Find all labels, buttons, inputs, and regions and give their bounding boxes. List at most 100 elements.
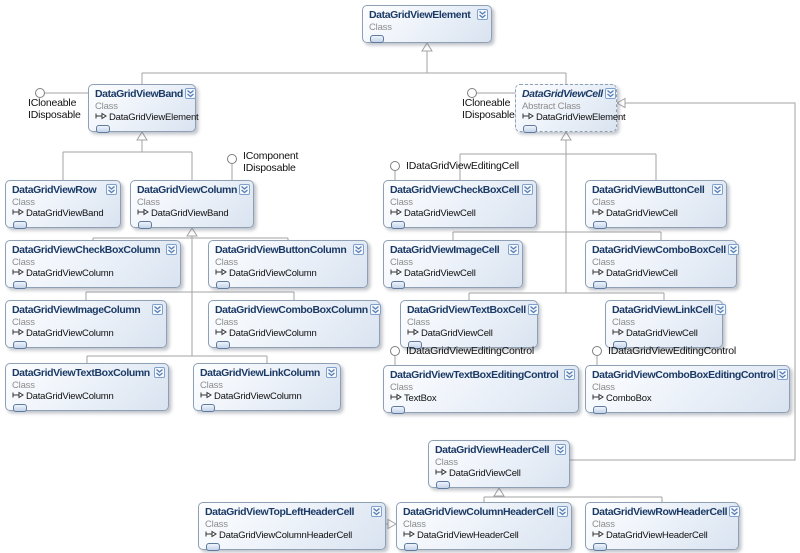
class-node-comboboxcolumn[interactable]: DataGridViewComboBoxColumn Class DataGri… xyxy=(208,300,381,349)
members-compartment-icon xyxy=(391,406,405,414)
class-node-header: DataGridViewElement xyxy=(369,9,488,22)
members-compartment-icon xyxy=(408,341,422,349)
class-node-header: DataGridViewButtonCell xyxy=(592,184,723,197)
chevron-collapse-icon[interactable] xyxy=(557,506,568,517)
base-class-name: DataGridViewColumn xyxy=(229,268,317,279)
interface-lollipop-icon xyxy=(227,154,237,164)
members-compartment-icon xyxy=(201,404,215,412)
inherits-arrow-icon xyxy=(12,328,24,339)
chevron-collapse-icon[interactable] xyxy=(154,367,165,378)
inherits-arrow-icon xyxy=(612,328,624,339)
interface-name: IComponent xyxy=(243,150,299,162)
chevron-collapse-icon[interactable] xyxy=(184,88,196,99)
inherits-arrow-icon xyxy=(215,328,227,339)
chevron-collapse-icon[interactable] xyxy=(152,304,163,315)
chevron-collapse-icon[interactable] xyxy=(729,506,741,517)
class-node-checkboxcell[interactable]: DataGridViewCheckBoxCell Class DataGridV… xyxy=(383,180,537,229)
class-stereotype: Class xyxy=(95,101,118,112)
chevron-collapse-icon[interactable] xyxy=(527,304,539,315)
inheritance-arrow-icon xyxy=(493,487,505,497)
members-compartment-icon xyxy=(13,281,27,289)
class-name: DataGridViewCell xyxy=(522,88,603,100)
base-class-name: DataGridViewCell xyxy=(606,268,678,279)
chevron-collapse-icon[interactable] xyxy=(727,244,739,255)
class-stereotype: Class xyxy=(12,380,35,391)
class-node-row[interactable]: DataGridViewRow Class DataGridViewBand xyxy=(5,180,121,229)
inherits-arrow-icon xyxy=(12,391,24,402)
chevron-collapse-icon[interactable] xyxy=(369,304,381,315)
class-stereotype: Class xyxy=(200,380,223,391)
class-node-buttoncolumn[interactable]: DataGridViewButtonColumn Class DataGridV… xyxy=(208,240,368,289)
class-node-imagecell[interactable]: DataGridViewImageCell Class DataGridView… xyxy=(383,240,523,289)
base-class-name: DataGridViewCell xyxy=(404,208,476,219)
interface-name: IDisposable xyxy=(243,162,296,174)
class-node-column[interactable]: DataGridViewColumn Class DataGridViewBan… xyxy=(130,180,254,229)
class-node-header: DataGridViewTextBoxCell xyxy=(407,304,539,317)
class-node-header: DataGridViewBand xyxy=(95,88,196,101)
chevron-collapse-icon[interactable] xyxy=(564,369,575,380)
base-class-name: DataGridViewColumn xyxy=(229,328,317,339)
chevron-collapse-icon[interactable] xyxy=(477,9,488,20)
class-node-headercell[interactable]: DataGridViewHeaderCell Class DataGridVie… xyxy=(428,440,570,489)
interface-name: ICloneable xyxy=(462,97,511,109)
interface-label-tbec-iface: IDataGridViewEditingControl xyxy=(406,345,534,357)
chevron-collapse-icon[interactable] xyxy=(326,367,337,378)
class-node-rowheadercell[interactable]: DataGridViewRowHeaderCell Class DataGrid… xyxy=(585,502,741,551)
class-node-textboxeditingcontrol[interactable]: DataGridViewTextBoxEditingControl Class … xyxy=(383,365,579,414)
interface-name: IDataGridViewEditingControl xyxy=(608,345,737,357)
class-name: DataGridViewRowHeaderCell xyxy=(592,506,728,518)
class-stereotype: Class xyxy=(390,382,413,393)
chevron-collapse-icon[interactable] xyxy=(712,184,723,195)
class-node-checkboxcolumn[interactable]: DataGridViewCheckBoxColumn Class DataGri… xyxy=(5,240,181,289)
chevron-collapse-icon[interactable] xyxy=(353,244,364,255)
class-node-columnheadercell[interactable]: DataGridViewColumnHeaderCell Class DataG… xyxy=(396,502,572,551)
chevron-collapse-icon[interactable] xyxy=(239,184,250,195)
class-node-band[interactable]: DataGridViewBand Class DataGridViewEleme… xyxy=(88,84,199,133)
class-stereotype: Class xyxy=(137,197,160,208)
class-name: DataGridViewTextBoxEditingControl xyxy=(390,369,559,381)
class-node-header: DataGridViewRow xyxy=(12,184,117,197)
base-class-row: DataGridViewCell xyxy=(592,268,733,279)
class-name: DataGridViewLinkCell xyxy=(612,304,713,316)
chevron-collapse-icon[interactable] xyxy=(555,444,566,455)
class-node-cell[interactable]: DataGridViewCell Abstract Class DataGrid… xyxy=(515,84,626,133)
chevron-collapse-icon[interactable] xyxy=(166,244,177,255)
class-node-buttoncell[interactable]: DataGridViewButtonCell Class DataGridVie… xyxy=(585,180,727,229)
base-class-name: ComboBox xyxy=(606,393,652,404)
class-node-textboxcell[interactable]: DataGridViewTextBoxCell Class DataGridVi… xyxy=(400,300,539,349)
class-node-linkcolumn[interactable]: DataGridViewLinkColumn Class DataGridVie… xyxy=(193,363,341,412)
chevron-collapse-icon[interactable] xyxy=(106,184,117,195)
class-stereotype: Class xyxy=(407,317,430,328)
base-class-row: DataGridViewHeaderCell xyxy=(403,530,568,541)
class-node-linkcell[interactable]: DataGridViewLinkCell Class DataGridViewC… xyxy=(605,300,726,349)
base-class-row: DataGridViewCell xyxy=(592,208,723,219)
class-node-textboxcolumn[interactable]: DataGridViewTextBoxColumn Class DataGrid… xyxy=(5,363,169,412)
base-class-name: DataGridViewColumn xyxy=(26,268,114,279)
chevron-collapse-icon[interactable] xyxy=(371,506,382,517)
members-compartment-icon xyxy=(593,406,607,414)
inherits-arrow-icon xyxy=(592,393,604,404)
base-class-name: DataGridViewCell xyxy=(626,328,698,339)
class-name: DataGridViewColumnHeaderCell xyxy=(403,506,554,518)
class-stereotype: Abstract Class xyxy=(522,101,581,112)
inherits-arrow-icon xyxy=(12,208,24,219)
base-class-name: TextBox xyxy=(404,393,437,404)
interface-name: IDisposable xyxy=(28,109,81,121)
members-compartment-icon xyxy=(523,125,537,133)
base-class-row: DataGridViewColumn xyxy=(200,391,337,402)
chevron-collapse-icon[interactable] xyxy=(522,184,533,195)
class-node-topleftheadercell[interactable]: DataGridViewTopLeftHeaderCell Class Data… xyxy=(198,502,386,551)
chevron-collapse-icon[interactable] xyxy=(604,88,616,99)
base-class-row: DataGridViewBand xyxy=(12,208,117,219)
class-node-imagecolumn[interactable]: DataGridViewImageColumn Class DataGridVi… xyxy=(5,300,167,349)
class-node-comboboxeditingcontrol[interactable]: DataGridViewComboBoxEditingControl Class… xyxy=(585,365,790,414)
inherits-arrow-icon xyxy=(215,268,227,279)
chevron-collapse-icon[interactable] xyxy=(777,369,789,380)
chevron-collapse-icon[interactable] xyxy=(508,244,519,255)
class-node-comboboxcell[interactable]: DataGridViewComboBoxCell Class DataGridV… xyxy=(585,240,739,289)
inherits-arrow-icon xyxy=(137,208,149,219)
class-node-element[interactable]: DataGridViewElement Class xyxy=(362,5,492,43)
chevron-collapse-icon[interactable] xyxy=(714,304,726,315)
